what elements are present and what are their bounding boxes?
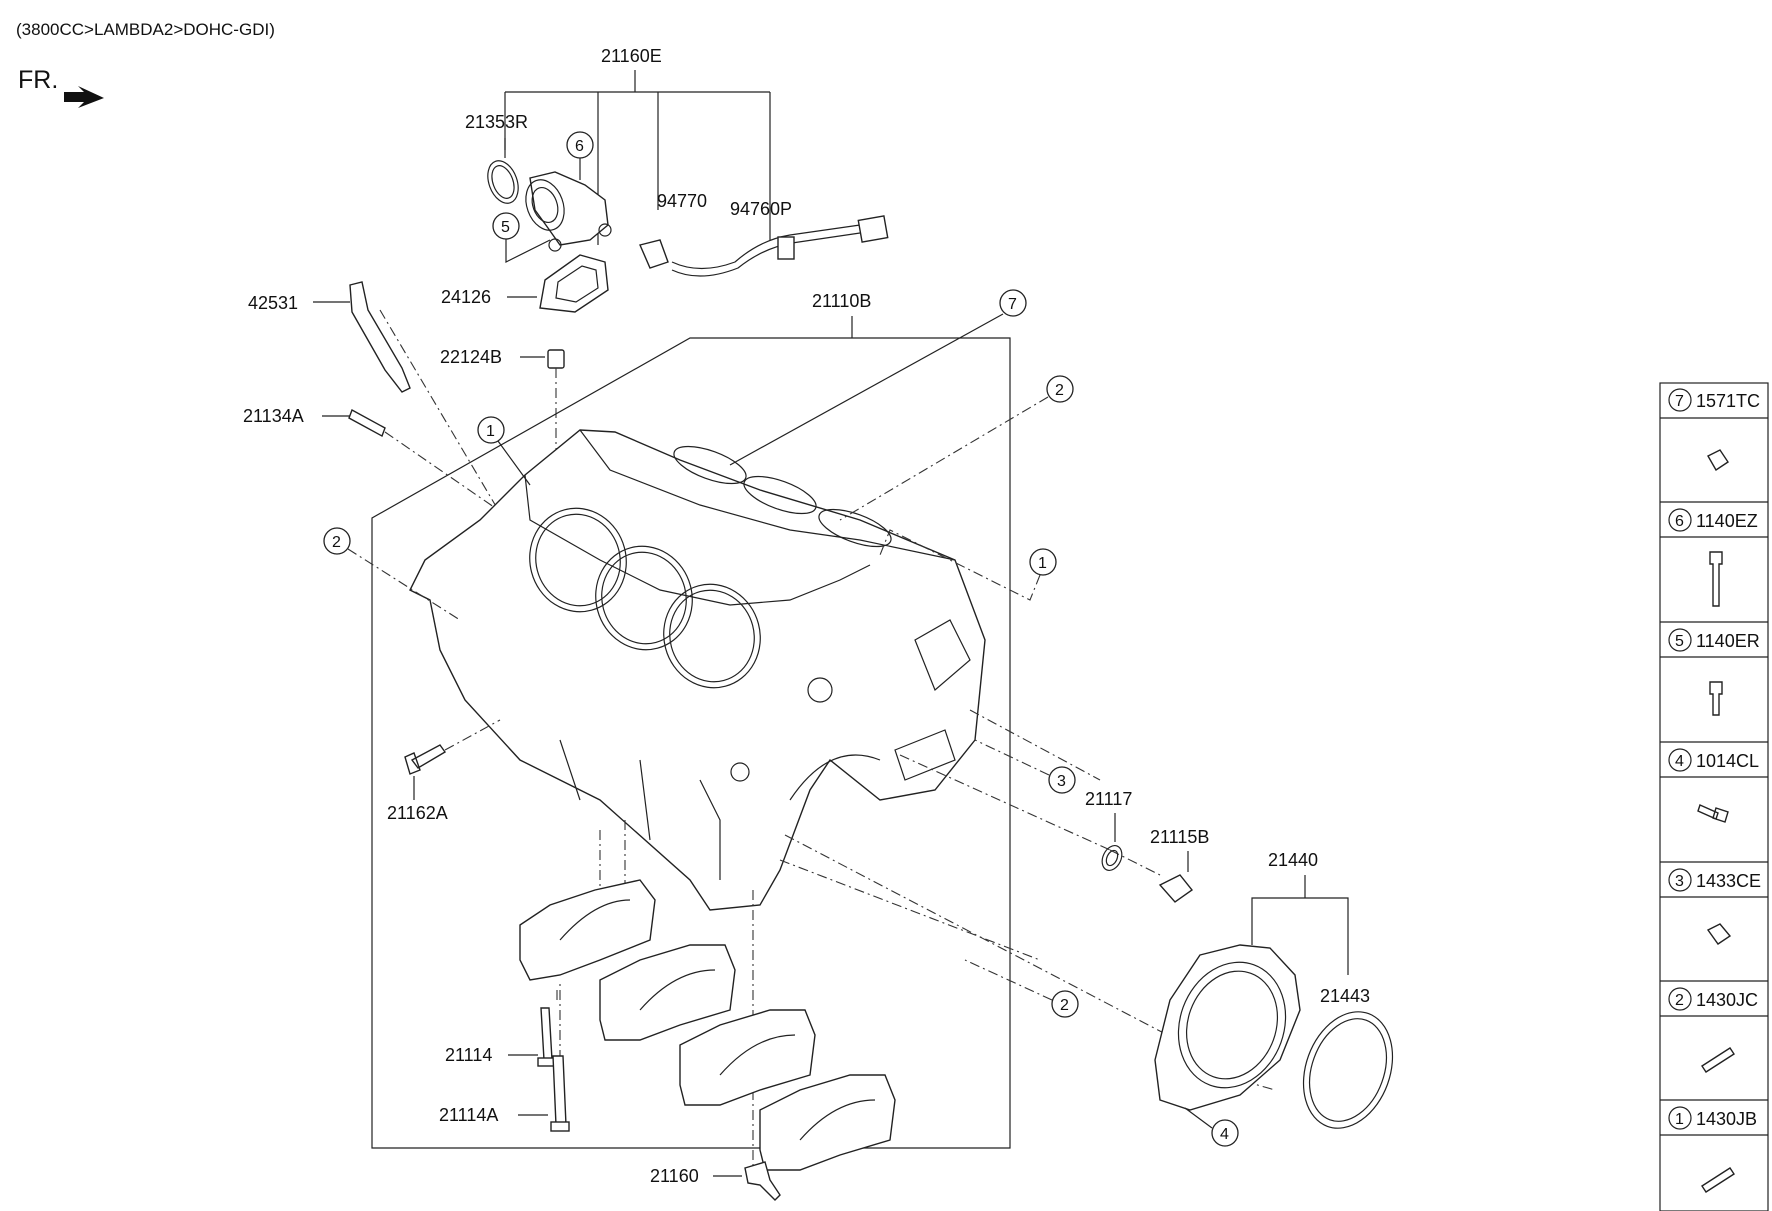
ref-marker-2-top: 2 (839, 375, 1074, 521)
svg-text:4: 4 (1220, 1126, 1229, 1143)
callout-21440[interactable]: 21440 (1268, 850, 1318, 870)
callout-21353R[interactable]: 21353R (465, 112, 528, 132)
ref-marker-1-top: 1 (477, 416, 531, 486)
water-outlet-assembly (487, 160, 889, 277)
legend-row-1140ER[interactable]: 5 1140ER (1668, 628, 1760, 716)
svg-text:7: 7 (1675, 393, 1684, 410)
variant-title: (3800CC>LAMBDA2>DOHC-GDI) (16, 20, 275, 39)
legend-row-1140EZ[interactable]: 6 1140EZ (1668, 508, 1758, 607)
legend-row-1430JB[interactable]: 1 1430JB (1668, 1106, 1757, 1193)
svg-text:5: 5 (1675, 633, 1684, 650)
callout-42531[interactable]: 42531 (248, 293, 298, 313)
ref-marker-4: 4 (1184, 1107, 1239, 1147)
callout-21162A[interactable]: 21162A (387, 803, 448, 823)
legend-code: 1140ER (1696, 631, 1760, 651)
svg-text:2: 2 (1675, 992, 1684, 1009)
svg-text:2: 2 (332, 534, 341, 551)
svg-text:7: 7 (1008, 296, 1017, 313)
plug-21115B (1158, 874, 1194, 903)
legend-code: 1430JB (1696, 1109, 1757, 1129)
plug-icon (1706, 923, 1732, 945)
svg-text:3: 3 (1675, 873, 1684, 890)
callout-94760P[interactable]: 94760P (730, 199, 792, 219)
knock-sensor-21160 (744, 1161, 781, 1201)
ref-marker-7: 7 (729, 289, 1027, 466)
dipstick-guide-42531 (349, 281, 411, 393)
fastener-legend-table: 7 1571TC 6 1140EZ 5 1140ER 4 1014CL (1659, 382, 1769, 1211)
callout-21110B[interactable]: 21110B (812, 291, 871, 311)
bolt-21162A (404, 744, 447, 775)
legend-row-1014CL[interactable]: 4 1014CL (1668, 748, 1759, 823)
dowel-22124B (547, 349, 565, 369)
group-21160E: 21160E (504, 46, 771, 245)
callout-21160[interactable]: 21160 (650, 1166, 699, 1186)
washer-21117 (1101, 845, 1123, 871)
callout-21114[interactable]: 21114 (445, 1045, 492, 1065)
svg-text:2: 2 (1060, 997, 1069, 1014)
callout-21443[interactable]: 21443 (1320, 986, 1370, 1006)
ref-marker-2-left: 2 (323, 527, 461, 621)
svg-text:5: 5 (501, 219, 510, 236)
svg-text:3: 3 (1057, 773, 1066, 790)
callout-21115B[interactable]: 21115B (1150, 827, 1209, 847)
legend-row-1430JC[interactable]: 2 1430JC (1668, 987, 1758, 1073)
dowel-pin-icon (1701, 1167, 1735, 1193)
long-bolt-icon (1709, 551, 1723, 607)
rear-oil-seal-21443 (1302, 1011, 1394, 1129)
ref-marker-6: 6 (566, 131, 594, 180)
svg-text:6: 6 (1675, 513, 1684, 530)
dowel-pin-icon (1701, 1047, 1735, 1073)
legend-code: 1571TC (1696, 391, 1760, 411)
svg-text:1: 1 (1038, 555, 1047, 572)
svg-text:4: 4 (1675, 753, 1684, 770)
sleeve-icon (1707, 449, 1729, 471)
legend-code: 1140EZ (1696, 511, 1758, 531)
callout-22124B[interactable]: 22124B (440, 347, 502, 367)
rear-oil-seal-case-21440 (1154, 944, 1301, 1111)
callout-21134A[interactable]: 21134A (243, 406, 304, 426)
svg-text:6: 6 (575, 138, 584, 155)
ref-marker-3: 3 (974, 739, 1076, 794)
pin-21134A (348, 408, 386, 438)
front-arrow-icon (64, 86, 104, 108)
legend-row-1433CE[interactable]: 3 1433CE (1668, 868, 1761, 945)
main-bearing-caps (519, 879, 896, 1171)
legend-code: 1430JC (1696, 990, 1758, 1010)
callout-94770[interactable]: 94770 (657, 191, 707, 211)
svg-text:1: 1 (1675, 1111, 1684, 1128)
ref-marker-1-right: 1 (879, 529, 1057, 601)
bolt-21114A (552, 1055, 567, 1126)
cylinder-block (409, 429, 986, 911)
svg-text:2: 2 (1055, 382, 1064, 399)
ref-marker-2-bottom: 2 (964, 959, 1079, 1018)
legend-code: 1433CE (1696, 871, 1761, 891)
short-bolt-icon (1709, 681, 1723, 716)
callout-21114A[interactable]: 21114A (439, 1105, 498, 1125)
callout-24126[interactable]: 24126 (441, 287, 491, 307)
front-label: FR. (18, 66, 58, 94)
callout-21160E[interactable]: 21160E (601, 46, 662, 66)
legend-row-1571TC[interactable]: 7 1571TC (1668, 388, 1760, 471)
ref-marker-5: 5 (492, 212, 551, 263)
svg-text:1: 1 (486, 423, 495, 440)
legend-code: 1014CL (1696, 751, 1759, 771)
bolt-21114 (540, 1007, 553, 1061)
flange-bolt-icon (1697, 804, 1729, 823)
callout-21117[interactable]: 21117 (1085, 789, 1132, 809)
